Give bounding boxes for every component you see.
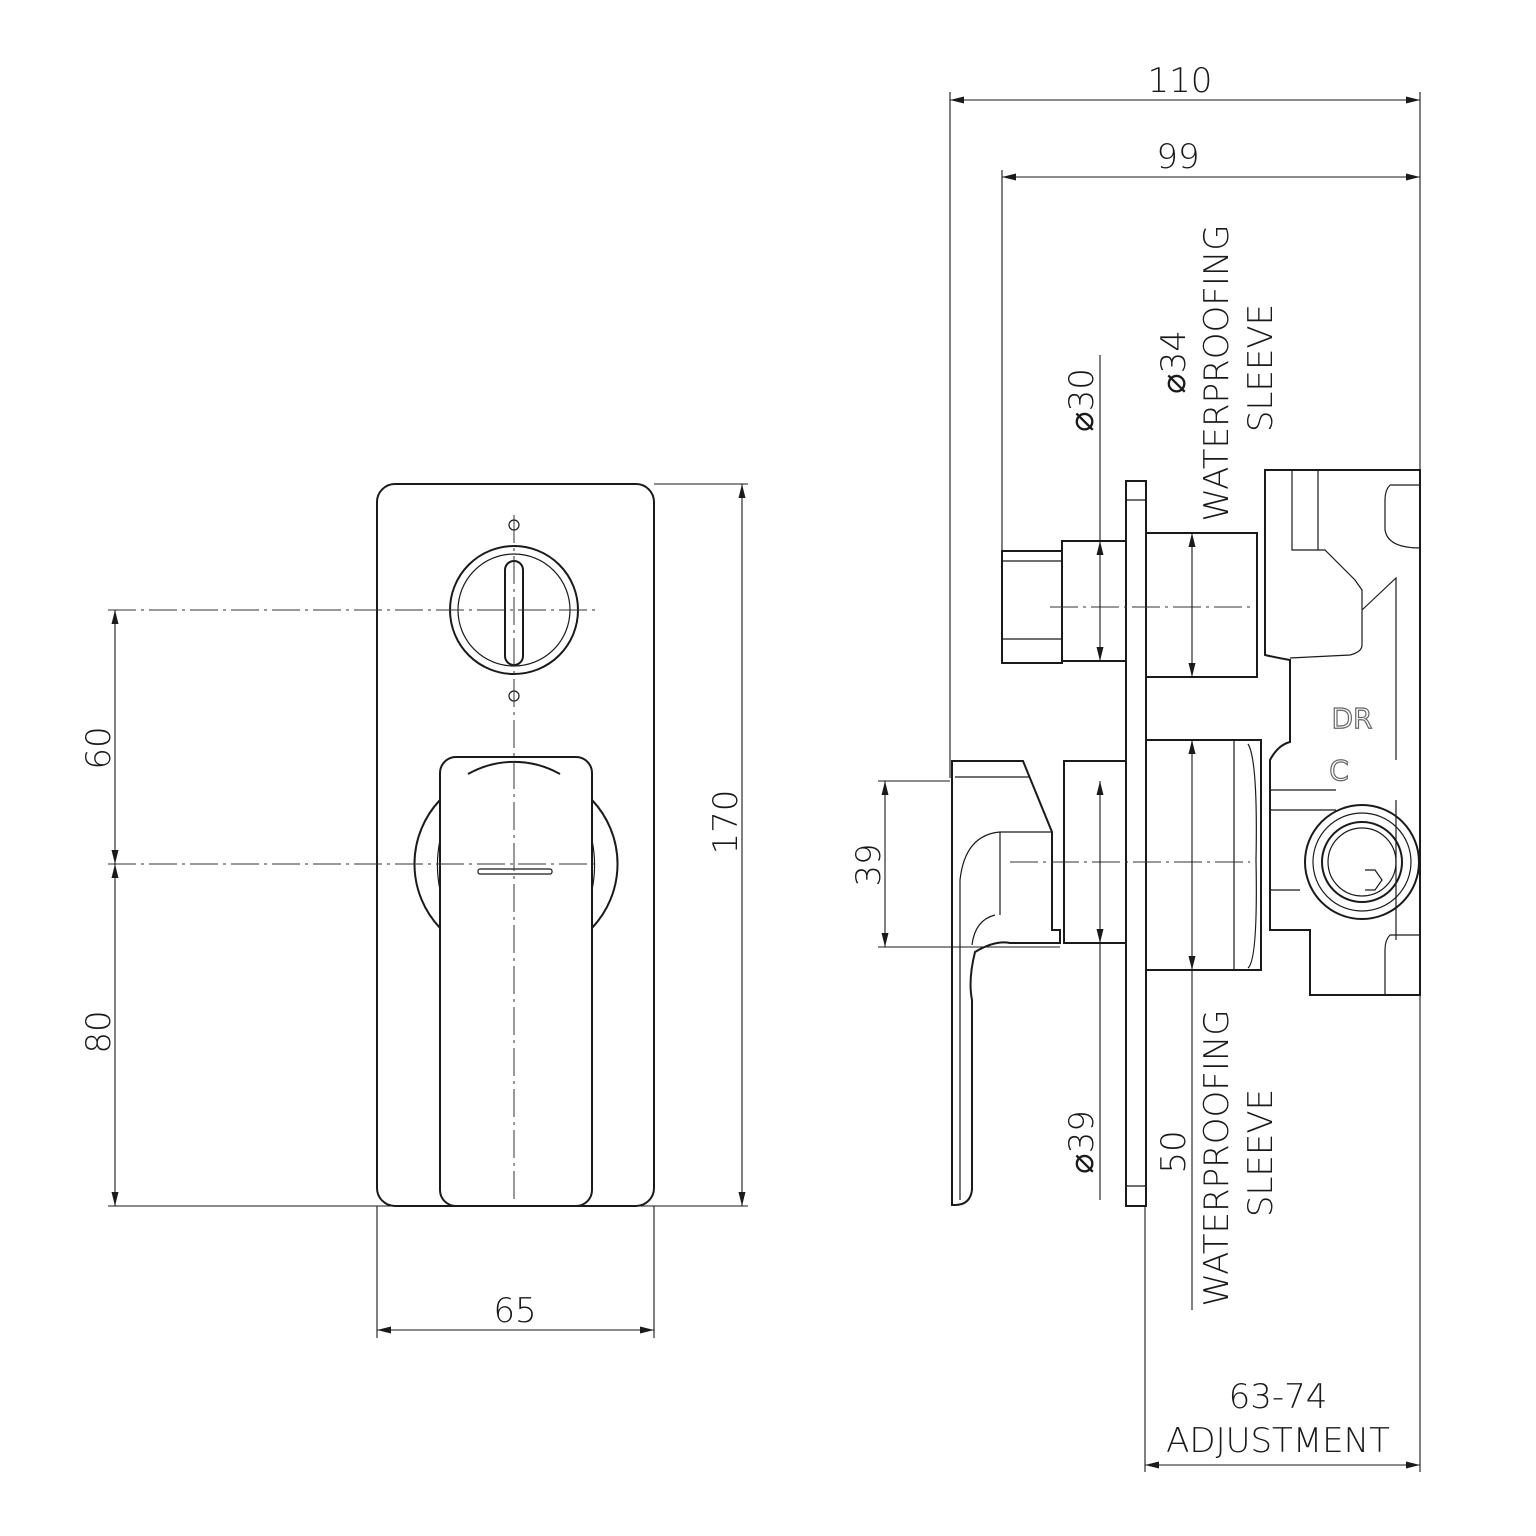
dim-65: 65 <box>493 1291 536 1331</box>
marking-dr: DR <box>1331 702 1372 735</box>
sleeve-label-upper-2: SLEEVE <box>1241 304 1281 432</box>
dim-50: 50 <box>1154 1130 1194 1173</box>
side-view: DR C 110 99 ⌀30 ⌀34 WATERPROOFING SLEEVE… <box>849 61 1421 1472</box>
mixer-escutcheon <box>413 760 619 929</box>
dim-170: 170 <box>706 790 746 855</box>
lower-sleeve <box>1145 739 1262 971</box>
dim-dia-34: ⌀34 <box>1154 330 1194 394</box>
dim-adjustment-label: ADJUSTMENT <box>1166 1421 1390 1461</box>
front-view: 60 80 170 65 <box>79 483 748 1338</box>
marking-c: C <box>1329 754 1349 787</box>
dim-39-height: 39 <box>849 843 889 886</box>
outlet-port-outer <box>1304 804 1420 920</box>
dim-99: 99 <box>1156 137 1199 177</box>
lever-hub <box>1063 760 1127 944</box>
dim-dia-30: ⌀30 <box>1062 368 1102 432</box>
dim-dia-39: ⌀39 <box>1062 1110 1102 1174</box>
cover-plate <box>376 483 655 1207</box>
lever-slot <box>477 868 553 875</box>
upper-sleeve <box>1145 532 1258 678</box>
dim-adjustment-range: 63-74 <box>1229 1377 1328 1417</box>
dim-80: 80 <box>79 1010 119 1053</box>
sleeve-label-lower-1: WATERPROOFING <box>1197 1009 1237 1306</box>
valve-body <box>1264 469 1421 996</box>
dim-110: 110 <box>1148 61 1213 101</box>
diverter-spindle <box>1061 540 1127 662</box>
sleeve-label-upper-1: WATERPROOFING <box>1197 224 1237 521</box>
lever-side <box>951 760 1061 1206</box>
sleeve-label-lower-2: SLEEVE <box>1241 1089 1281 1217</box>
plate-side <box>1125 480 1147 1207</box>
mixer-lever <box>439 756 593 1207</box>
dim-60: 60 <box>79 726 119 769</box>
